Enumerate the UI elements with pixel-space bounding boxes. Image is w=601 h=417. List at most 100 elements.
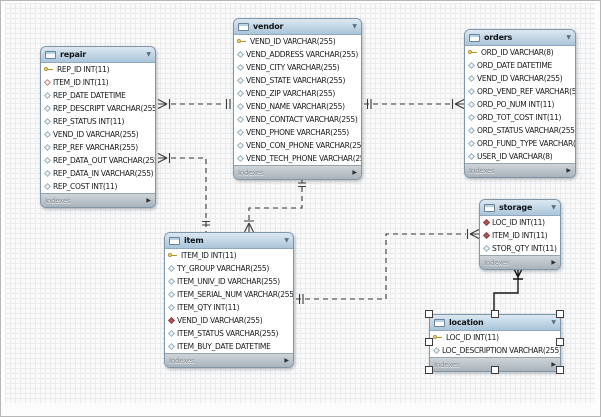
indexes-footer[interactable]: Indexes ▶ [234, 165, 361, 179]
table-icon [484, 203, 495, 212]
table-repair[interactable]: repair ▼ REP_ID INT(11)ITEM_ID INT(11)RE… [40, 46, 156, 208]
column-row[interactable]: VEND_ZIP VARCHAR(255) [234, 87, 361, 100]
foreign-key-icon [482, 218, 491, 227]
column-row[interactable]: ORD_FUND_TYPE VARCHAR(8) [465, 137, 575, 150]
column-row[interactable]: REP_STATUS INT(11) [41, 115, 155, 128]
table-header[interactable]: item ▼ [165, 233, 293, 249]
column-row[interactable]: ITEM_ID INT(11) [480, 229, 560, 242]
selection-handle[interactable] [491, 366, 499, 374]
column-row[interactable]: VEND_ADDRESS VARCHAR(255) [234, 48, 361, 61]
selection-handle[interactable] [556, 310, 564, 318]
table-orders[interactable]: orders ▼ ORD_ID VARCHAR(8)ORD_DATE DATET… [464, 29, 576, 178]
column-row[interactable]: REP_COST INT(11) [41, 180, 155, 193]
column-text: TY_GROUP VARCHAR(255) [177, 264, 269, 273]
column-row[interactable]: VEND_NAME VARCHAR(255) [234, 100, 361, 113]
chevron-down-icon[interactable]: ▼ [551, 318, 556, 326]
selection-handle[interactable] [556, 366, 564, 374]
column-icon [236, 154, 245, 163]
column-row[interactable]: ORD_PO_NUM INT(11) [465, 98, 575, 111]
chevron-down-icon[interactable]: ▼ [146, 50, 151, 58]
triangle-right-icon[interactable]: ▶ [551, 258, 556, 266]
indexes-label: Indexes [434, 360, 460, 369]
column-row[interactable]: REP_ID INT(11) [41, 63, 155, 76]
table-header[interactable]: location ▼ [430, 315, 560, 331]
column-row[interactable]: ORD_DATE DATETIME [465, 59, 575, 72]
column-row[interactable]: VEND_CON_PHONE VARCHAR(255) [234, 139, 361, 152]
table-header[interactable]: vendor ▼ [234, 19, 361, 35]
column-row[interactable]: STOR_QTY INT(11) [480, 242, 560, 255]
column-row[interactable]: ITEM_STATUS VARCHAR(255) [165, 327, 293, 340]
column-text: VEND_NAME VARCHAR(255) [246, 102, 345, 111]
column-text: VEND_PHONE VARCHAR(255) [246, 128, 349, 137]
table-location[interactable]: location ▼ LOC_ID INT(11) LOC_DESCRIPTION… [429, 314, 561, 372]
indexes-footer[interactable]: Indexes ▶ [165, 353, 293, 367]
column-icon [467, 113, 476, 122]
column-row[interactable]: ITEM_SERIAL_NUM VARCHAR(255) [165, 288, 293, 301]
column-row[interactable]: ITEM_BUY_DATE DATETIME [165, 340, 293, 353]
column-row[interactable]: REP_DATA_IN VARCHAR(255) [41, 167, 155, 180]
column-row[interactable]: VEND_CITY VARCHAR(255) [234, 61, 361, 74]
primary-key-icon [433, 333, 443, 342]
table-vendor[interactable]: vendor ▼ VEND_ID VARCHAR(255)VEND_ADDRES… [233, 18, 362, 180]
column-icon [432, 346, 441, 355]
column-row[interactable]: REP_DESCRIPT VARCHAR(255) [41, 102, 155, 115]
column-row[interactable]: LOC_DESCRIPTION VARCHAR(255) [430, 344, 560, 357]
chevron-down-icon[interactable]: ▼ [551, 203, 556, 211]
triangle-right-icon[interactable]: ▶ [284, 356, 289, 364]
column-row[interactable]: ITEM_QTY INT(11) [165, 301, 293, 314]
column-row[interactable]: ORD_STATUS VARCHAR(255) [465, 124, 575, 137]
column-row[interactable]: VEND_ID VARCHAR(255) [41, 128, 155, 141]
chevron-down-icon[interactable]: ▼ [352, 22, 357, 30]
column-row[interactable]: VEND_STATE VARCHAR(255) [234, 74, 361, 87]
indexes-footer[interactable]: Indexes ▶ [430, 357, 560, 371]
column-row[interactable]: ORD_ID VARCHAR(8) [465, 46, 575, 59]
column-row[interactable]: VEND_TECH_PHONE VARCHAR(255) [234, 152, 361, 165]
triangle-right-icon[interactable]: ▶ [566, 166, 571, 174]
selection-handle[interactable] [425, 310, 433, 318]
column-text: VEND_CITY VARCHAR(255) [246, 63, 340, 72]
table-title: item [184, 236, 204, 245]
column-row[interactable]: VEND_ID VARCHAR(255) [465, 72, 575, 85]
indexes-footer[interactable]: Indexes ▶ [465, 163, 575, 177]
column-row[interactable]: VEND_PHONE VARCHAR(255) [234, 126, 361, 139]
selection-handle[interactable] [491, 310, 499, 318]
column-text: ORD_FUND_TYPE VARCHAR(8) [477, 139, 575, 148]
column-text: ORD_TOT_COST INT(11) [477, 113, 562, 122]
column-row[interactable]: TY_GROUP VARCHAR(255) [165, 262, 293, 275]
indexes-footer[interactable]: Indexes ▶ [480, 255, 560, 269]
column-row[interactable]: LOC_ID INT(11) [480, 216, 560, 229]
column-icon [236, 102, 245, 111]
selection-handle[interactable] [556, 338, 564, 346]
column-row[interactable]: VEND_CONTACT VARCHAR(255) [234, 113, 361, 126]
table-storage[interactable]: storage ▼ LOC_ID INT(11)ITEM_ID INT(11)S… [479, 199, 561, 270]
column-row[interactable]: VEND_ID VARCHAR(255) [234, 35, 361, 48]
column-row[interactable]: REP_DATA_OUT VARCHAR(255) [41, 154, 155, 167]
column-row[interactable]: USER_ID VARCHAR(8) [465, 150, 575, 163]
column-row[interactable]: ITEM_ID INT(11) [165, 249, 293, 262]
table-header[interactable]: repair ▼ [41, 47, 155, 63]
triangle-right-icon[interactable]: ▶ [551, 360, 556, 368]
column-row[interactable]: REP_REF VARCHAR(255) [41, 141, 155, 154]
column-text: REP_COST INT(11) [53, 182, 118, 191]
chevron-down-icon[interactable]: ▼ [284, 236, 289, 244]
column-icon [43, 169, 52, 178]
chevron-down-icon[interactable]: ▼ [566, 33, 571, 41]
column-row[interactable]: ORD_TOT_COST INT(11) [465, 111, 575, 124]
column-row[interactable]: ORD_VEND_REF VARCHAR(50) [465, 85, 575, 98]
indexes-footer[interactable]: Indexes ▶ [41, 193, 155, 207]
selection-handle[interactable] [425, 338, 433, 346]
selection-handle[interactable] [425, 366, 433, 374]
table-header[interactable]: storage ▼ [480, 200, 560, 216]
column-row[interactable]: ITEM_UNIV_ID VARCHAR(255) [165, 275, 293, 288]
column-row[interactable]: VEND_ID VARCHAR(255) [165, 314, 293, 327]
indexes-label: Indexes [45, 196, 71, 205]
triangle-right-icon[interactable]: ▶ [146, 196, 151, 204]
column-row[interactable]: LOC_ID INT(11) [430, 331, 560, 344]
column-row[interactable]: ITEM_ID INT(11) [41, 76, 155, 89]
triangle-right-icon[interactable]: ▶ [352, 168, 357, 176]
table-item[interactable]: item ▼ ITEM_ID INT(11) TY_GROUP VARCHAR(2… [164, 232, 294, 368]
column-text: LOC_DESCRIPTION VARCHAR(255) [442, 346, 560, 355]
column-row[interactable]: REP_DATE DATETIME [41, 89, 155, 102]
table-header[interactable]: orders ▼ [465, 30, 575, 46]
